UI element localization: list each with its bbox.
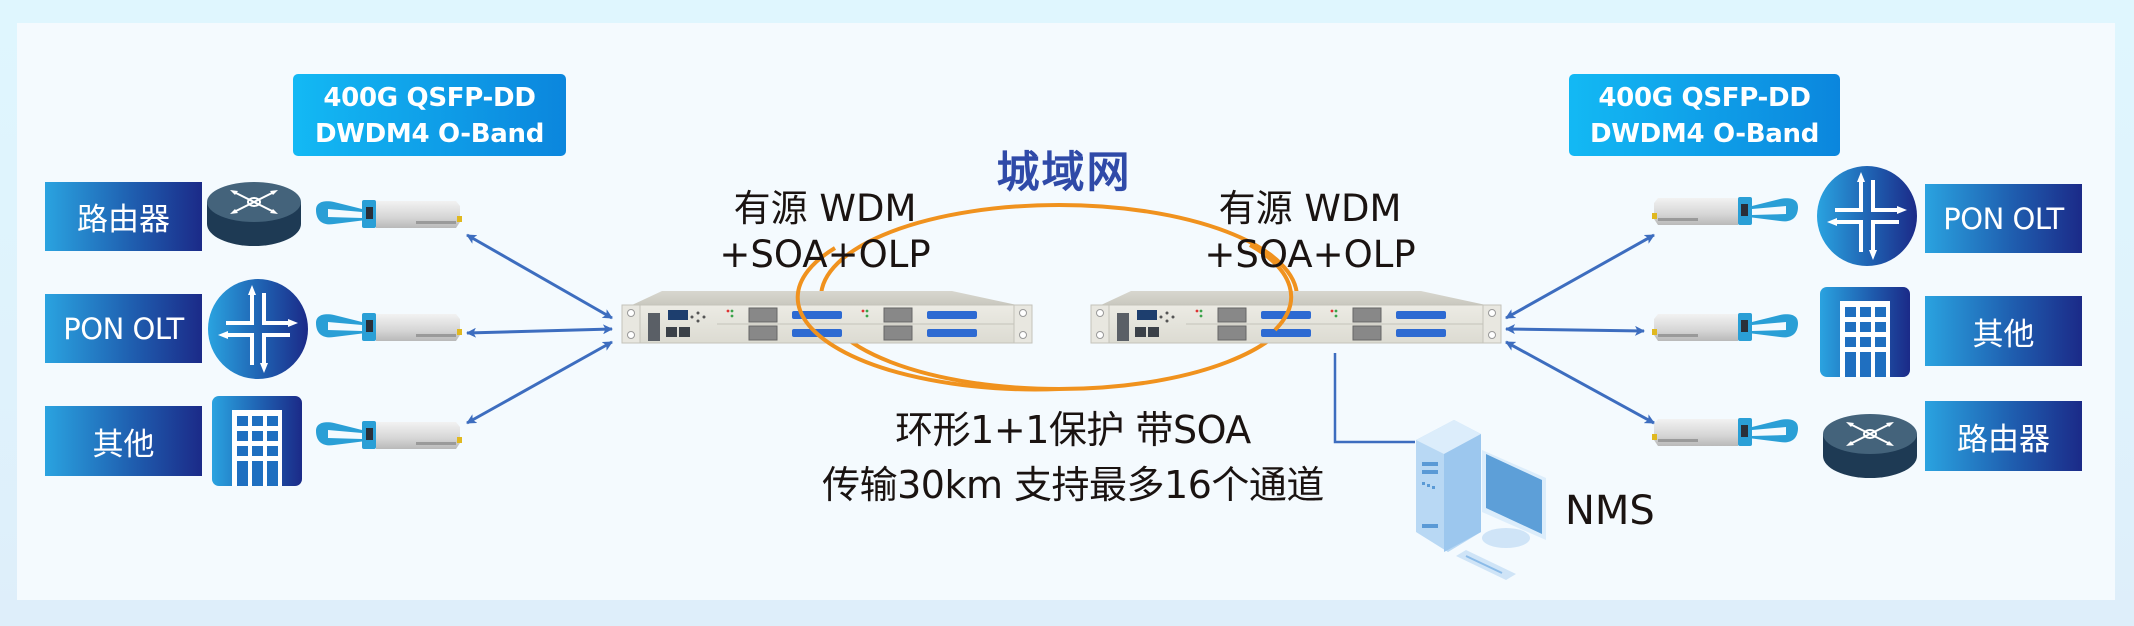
left-device-label-pon-olt: PON OLT	[45, 294, 202, 363]
module-label-line1: 400G QSFP-DD	[323, 83, 536, 113]
building-icon	[1820, 287, 1910, 377]
right-device-label-router: 路由器	[1925, 401, 2082, 471]
ring-caption: 环形1+1保护 带SOA 传输30km 支持最多16个通道	[740, 403, 1406, 513]
module-label-line2: DWDM4 O-Band	[314, 119, 545, 149]
transceiver-icon	[1652, 418, 1798, 446]
router-icon	[1822, 413, 1918, 479]
left-device-label-router: 路由器	[45, 182, 202, 251]
left-module-label: 400G QSFP-DD DWDM4 O-Band	[293, 74, 566, 156]
olt-switch-icon	[206, 277, 310, 381]
left-node-label: 有源 WDM +SOA+OLP	[690, 186, 960, 278]
right-node-label: 有源 WDM +SOA+OLP	[1175, 186, 1445, 278]
caption-line2: 传输30km 支持最多16个通道	[822, 463, 1324, 507]
node-label-line1: 有源 WDM	[733, 187, 917, 230]
right-module-label: 400G QSFP-DD DWDM4 O-Band	[1569, 74, 1840, 156]
transceiver-icon	[1652, 197, 1798, 225]
transceiver-icon	[316, 200, 462, 228]
node-label-line2: +SOA+OLP	[719, 233, 931, 276]
left-arrows	[466, 233, 613, 425]
right-wdm-chassis	[1090, 290, 1502, 344]
nms-label: NMS	[1565, 488, 1655, 534]
right-arrows	[1505, 233, 1655, 425]
nms-connector	[1333, 353, 1415, 444]
network-title: 城域网	[996, 148, 1132, 198]
module-label-line1: 400G QSFP-DD	[1598, 83, 1811, 113]
left-device-label-other: 其他	[45, 406, 202, 476]
right-device-label-pon-olt: PON OLT	[1925, 184, 2082, 253]
node-label-line1: 有源 WDM	[1218, 187, 1402, 230]
router-icon	[206, 181, 302, 247]
right-device-label-other: 其他	[1925, 296, 2082, 366]
building-icon	[212, 396, 302, 486]
transceiver-icon	[1652, 313, 1798, 341]
left-wdm-chassis	[621, 290, 1033, 344]
computer-icon	[1415, 419, 1547, 581]
transceiver-icon	[316, 421, 462, 449]
node-label-line2: +SOA+OLP	[1204, 233, 1416, 276]
transceiver-icon	[316, 313, 462, 341]
caption-line1: 环形1+1保护 带SOA	[895, 408, 1251, 452]
olt-switch-icon	[1815, 164, 1919, 268]
module-label-line2: DWDM4 O-Band	[1589, 119, 1820, 149]
